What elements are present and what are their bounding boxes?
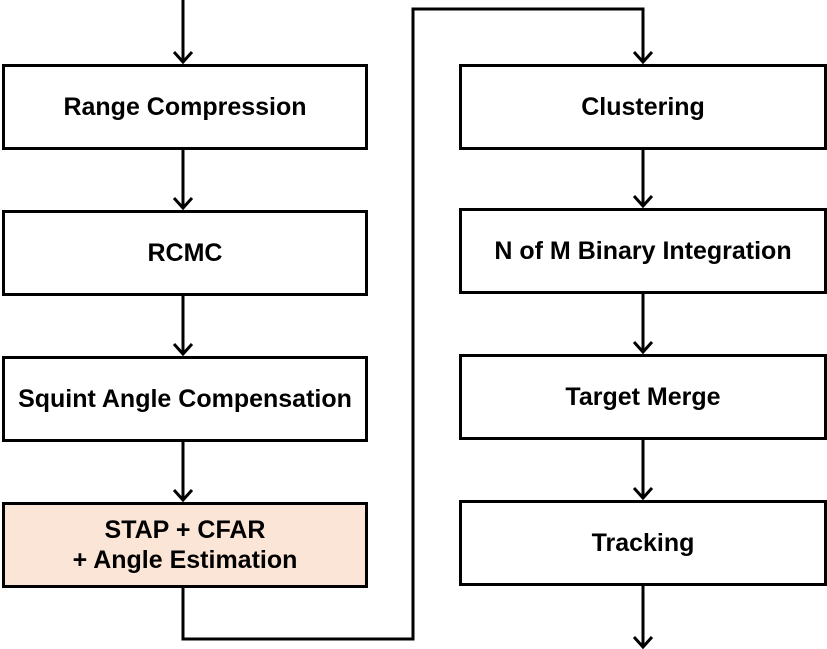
stap-cfar-label-line1: STAP + CFAR bbox=[104, 516, 266, 544]
range-compression-box: Range Compression bbox=[2, 64, 368, 150]
n-of-m-binary-integration-box: N of M Binary Integration bbox=[459, 208, 827, 294]
n-of-m-binary-integration-label: N of M Binary Integration bbox=[494, 237, 792, 265]
clustering-label: Clustering bbox=[581, 93, 705, 121]
connector-stap-to-clustering bbox=[181, 7, 654, 641]
stap-cfar-label-line2: + Angle Estimation bbox=[72, 546, 298, 574]
arrow-squint-to-stap bbox=[172, 442, 194, 503]
rcmc-label: RCMC bbox=[147, 239, 223, 267]
squint-angle-compensation-label: Squint Angle Compensation bbox=[18, 385, 352, 413]
range-compression-label: Range Compression bbox=[63, 93, 307, 121]
rcmc-box: RCMC bbox=[2, 210, 368, 296]
squint-angle-compensation-box: Squint Angle Compensation bbox=[2, 356, 368, 442]
arrow-rcmc-to-squint bbox=[172, 296, 194, 357]
arrow-range-to-rcmc bbox=[172, 150, 194, 211]
target-merge-box: Target Merge bbox=[459, 354, 827, 440]
clustering-box: Clustering bbox=[459, 64, 827, 150]
target-merge-label: Target Merge bbox=[565, 383, 721, 411]
tracking-label: Tracking bbox=[591, 529, 695, 557]
arrow-clustering-to-nofm bbox=[632, 150, 654, 209]
input-arrow bbox=[172, 0, 194, 65]
arrow-nofm-to-merge bbox=[632, 294, 654, 355]
output-arrow bbox=[632, 586, 654, 649]
stap-cfar-angle-estimation-box: STAP + CFAR + Angle Estimation bbox=[2, 502, 368, 588]
arrow-merge-to-tracking bbox=[632, 440, 654, 501]
tracking-box: Tracking bbox=[459, 500, 827, 586]
